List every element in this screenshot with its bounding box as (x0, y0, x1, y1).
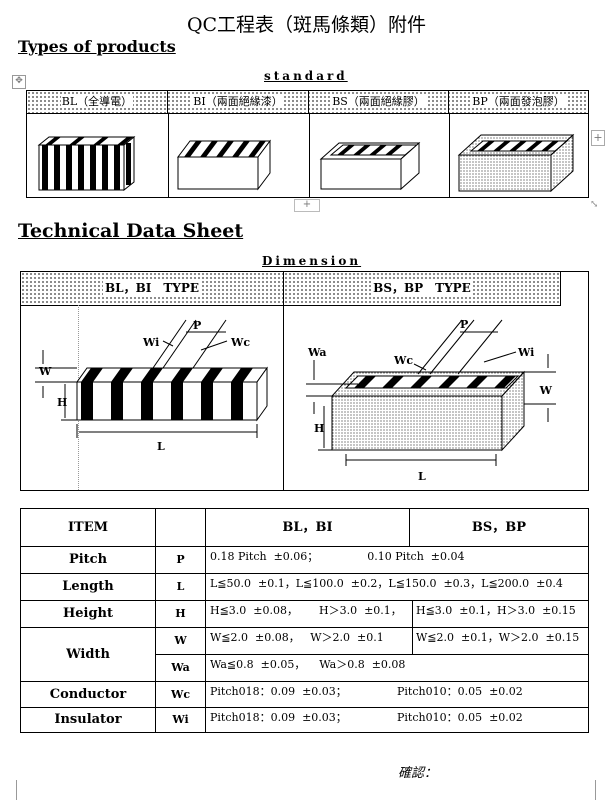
product-type-bi: BI（兩面絕緣漆） (168, 91, 309, 113)
header-bs-bp: BS，BP (471, 520, 527, 535)
bi-product-image (177, 139, 271, 191)
svg-text:L: L (418, 470, 426, 483)
row-height-bl-bi: H≦3.0 ±0.08， H＞3.0 ±0.1， (210, 604, 402, 617)
svg-text:Wa: Wa (307, 346, 327, 359)
svg-text:Wc: Wc (393, 354, 413, 367)
row-height-name: Height (62, 606, 114, 621)
page-corner-mark-right (595, 780, 596, 800)
header-item: ITEM (67, 520, 109, 535)
row-conductor-value-018: Pitch018：0.09 ±0.03； (210, 685, 347, 698)
bl-product-image (37, 135, 136, 192)
row-width-wa: Wa≦0.8 ±0.05， Wa＞0.8 ±0.08 (210, 658, 406, 671)
bs-bp-dimension-diagram: P Wa Wc Wi W H L (306, 318, 556, 483)
add-column-button[interactable]: + (591, 130, 605, 146)
section-heading-technical: Technical Data Sheet (18, 220, 244, 242)
confirm-label: 確認： (398, 766, 438, 781)
row-width-bl-bi: W≦2.0 ±0.08， W＞2.0 ±0.1 (210, 631, 384, 644)
section-heading-products: Types of products (18, 37, 176, 56)
svg-text:Wi: Wi (517, 346, 534, 359)
svg-text:H: H (57, 396, 67, 409)
svg-text:P: P (460, 318, 468, 331)
row-width-name: Width (66, 647, 110, 662)
add-row-button[interactable]: + (294, 199, 320, 212)
row-insulator-value-010: Pitch010：0.05 ±0.02 (397, 711, 523, 724)
dimension-label: Dimension (262, 254, 362, 268)
svg-text:L: L (157, 440, 165, 453)
row-insulator-value-018: Pitch018：0.09 ±0.03； (210, 711, 347, 724)
svg-text:H: H (314, 422, 324, 435)
svg-text:Wc: Wc (230, 336, 250, 349)
row-conductor-symbol: Wc (170, 688, 191, 701)
row-height-bs-bp: H≦3.0 ±0.1，H＞3.0 ±0.15 (416, 604, 576, 617)
header-bl-bi: BL，BI (282, 520, 333, 535)
row-insulator-name: Insulator (54, 712, 122, 727)
diagram-header-right: BS，BP TYPE (371, 281, 473, 295)
row-width-symbol-wa: Wa (171, 661, 190, 674)
row-insulator-symbol: Wi (172, 713, 189, 726)
row-conductor-value-010: Pitch010：0.05 ±0.02 (397, 685, 523, 698)
product-type-bl: BL（全導電） (27, 91, 168, 113)
bp-product-image (457, 133, 575, 193)
row-height-symbol: H (175, 607, 186, 620)
row-width-symbol-w: W (174, 634, 187, 647)
specification-table: ITEM BL，BI BS，BP Pitch P 0.18 Pitch ±0.0… (20, 508, 589, 733)
bl-bi-dimension-diagram: P Wi Wc W H L (35, 319, 268, 453)
svg-text:P: P (193, 319, 201, 332)
resize-handle-icon[interactable]: ⤡ (590, 199, 599, 210)
row-length-symbol: L (176, 580, 185, 593)
row-pitch-symbol: P (176, 553, 185, 566)
diagram-header-left: BL，BI TYPE (102, 281, 201, 295)
product-type-bs: BS（兩面絕緣膠） (309, 91, 449, 113)
svg-text:Wi: Wi (142, 336, 159, 349)
row-pitch-values: 0.18 Pitch ±0.06； 0.10 Pitch ±0.04 (210, 550, 465, 563)
svg-text:W: W (539, 384, 553, 397)
page-corner-mark-left (16, 780, 17, 800)
move-handle-icon[interactable]: ✥ (12, 75, 26, 89)
product-types-table: BL（全導電） BI（兩面絕緣漆） BS（兩面絕緣膠） BP（兩面發泡膠） (26, 90, 589, 198)
document-title: QC工程表（斑馬條類）附件 (186, 14, 427, 36)
row-length-values: L≦50.0 ±0.1，L≦100.0 ±0.2，L≦150.0 ±0.3，L≦… (210, 577, 563, 590)
dimension-diagram-table: BL，BI TYPE BS，BP TYPE P Wi Wc W H L (20, 271, 589, 491)
bs-product-image (319, 141, 421, 191)
standard-label: standard (264, 69, 348, 83)
row-width-bs-bp: W≦2.0 ±0.1，W＞2.0 ±0.15 (416, 631, 580, 644)
row-conductor-name: Conductor (49, 687, 127, 702)
row-length-name: Length (62, 579, 114, 594)
svg-text:W: W (38, 365, 52, 378)
product-type-bp: BP（兩面發泡膠） (471, 95, 566, 108)
row-pitch-name: Pitch (68, 552, 108, 567)
